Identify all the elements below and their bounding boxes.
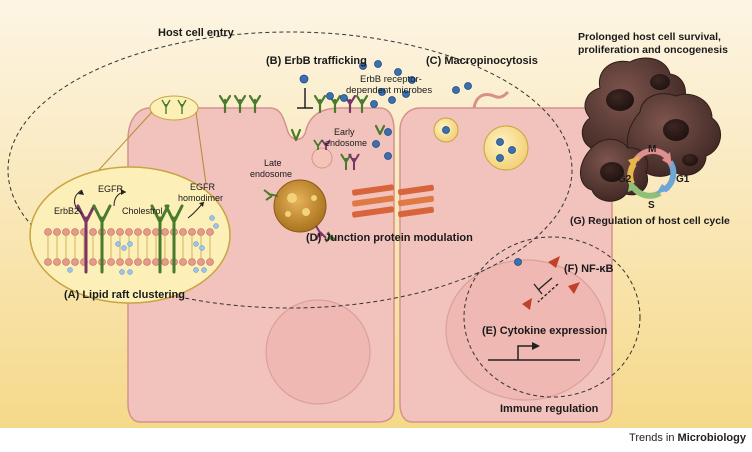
- journal-credit: Trends in Microbiology: [629, 432, 746, 444]
- label-erbb2: ErbB2: [54, 206, 79, 216]
- label-late-endosome-1: Late: [264, 158, 282, 168]
- label-cell-cycle: (G) Regulation of host cell cycle: [570, 215, 730, 227]
- microbe-above-inhibition: [299, 74, 309, 84]
- membrane-receptors: [218, 94, 386, 142]
- label-egfr-homodimer-1: EGFR: [190, 182, 216, 192]
- zoom-arrowheads: [78, 189, 204, 207]
- label-cytokine: (E) Cytokine expression: [482, 325, 608, 337]
- macropinosome-large: [483, 125, 529, 171]
- erbb-microbes: [326, 60, 416, 160]
- host-cell-entry-boundary: [7, 31, 573, 309]
- label-early-endosome-1: Early: [334, 127, 355, 137]
- nfkb-inhibition: [533, 277, 559, 303]
- macropinocytosis-microbes: [452, 82, 472, 94]
- label-prolonged-1: Prolonged host cell survival,: [578, 31, 721, 43]
- label-immune-regulation: Immune regulation: [500, 403, 599, 415]
- label-egfr-homodimer-2: homodimer: [178, 193, 223, 203]
- label-erbb-trafficking: (B) ErbB trafficking: [266, 55, 367, 67]
- tumor-cells: [580, 57, 721, 202]
- label-nfkb: (F) NF-κB: [564, 263, 614, 275]
- nucleus-right: [445, 259, 607, 401]
- label-host-cell-entry: Host cell entry: [158, 27, 235, 39]
- label-phase-m: M: [648, 144, 656, 155]
- promoter-arrowhead: [532, 342, 540, 350]
- label-phase-g1: G1: [676, 174, 690, 185]
- cell-cycle-arrowheads: [628, 152, 672, 194]
- label-late-endosome-2: endosome: [250, 169, 292, 179]
- junction-proteins: [352, 184, 434, 218]
- label-macropinocytosis: (C) Macropinocytosis: [426, 55, 538, 67]
- label-early-endosome-2: endosome: [325, 138, 367, 148]
- early-endosome: [311, 139, 333, 169]
- lipid-bilayer: [44, 228, 214, 266]
- zoom-receptors: [76, 204, 184, 274]
- nfkb-arrowheads: [522, 256, 580, 310]
- label-phase-s: S: [648, 200, 655, 211]
- late-endosome: [263, 179, 327, 241]
- cholesterol-molecules: [67, 215, 219, 275]
- label-phase-g2: G2: [618, 174, 632, 185]
- journal-prefix: Trends in: [629, 432, 675, 444]
- label-cholesterol: Cholestrol: [122, 206, 163, 216]
- nfkb-microbe: [514, 258, 522, 266]
- gene-promoter: [488, 345, 580, 361]
- label-erbb-microbes-1: ErbB receptor-: [360, 74, 422, 85]
- label-erbb-microbes-2: dependent microbes: [346, 85, 432, 96]
- raft-highlight: [149, 95, 199, 121]
- immune-regulation-boundary: [463, 236, 641, 398]
- label-junction-modulation: (D) Junction protein modulation: [306, 232, 473, 244]
- label-lipid-raft: (A) Lipid raft clustering: [64, 289, 185, 301]
- trafficking-inhibition: [297, 88, 313, 109]
- journal-suffix: Microbiology: [677, 432, 746, 444]
- early-endosome-2: [340, 153, 360, 170]
- label-prolonged-2: proliferation and oncogenesis: [578, 44, 728, 56]
- recycling-vesicle: [325, 231, 337, 243]
- macropinosome-small: [433, 117, 459, 143]
- nucleus-left: [265, 299, 371, 405]
- membrane-ruffle: [472, 90, 510, 109]
- label-egfr: EGFR: [98, 184, 124, 194]
